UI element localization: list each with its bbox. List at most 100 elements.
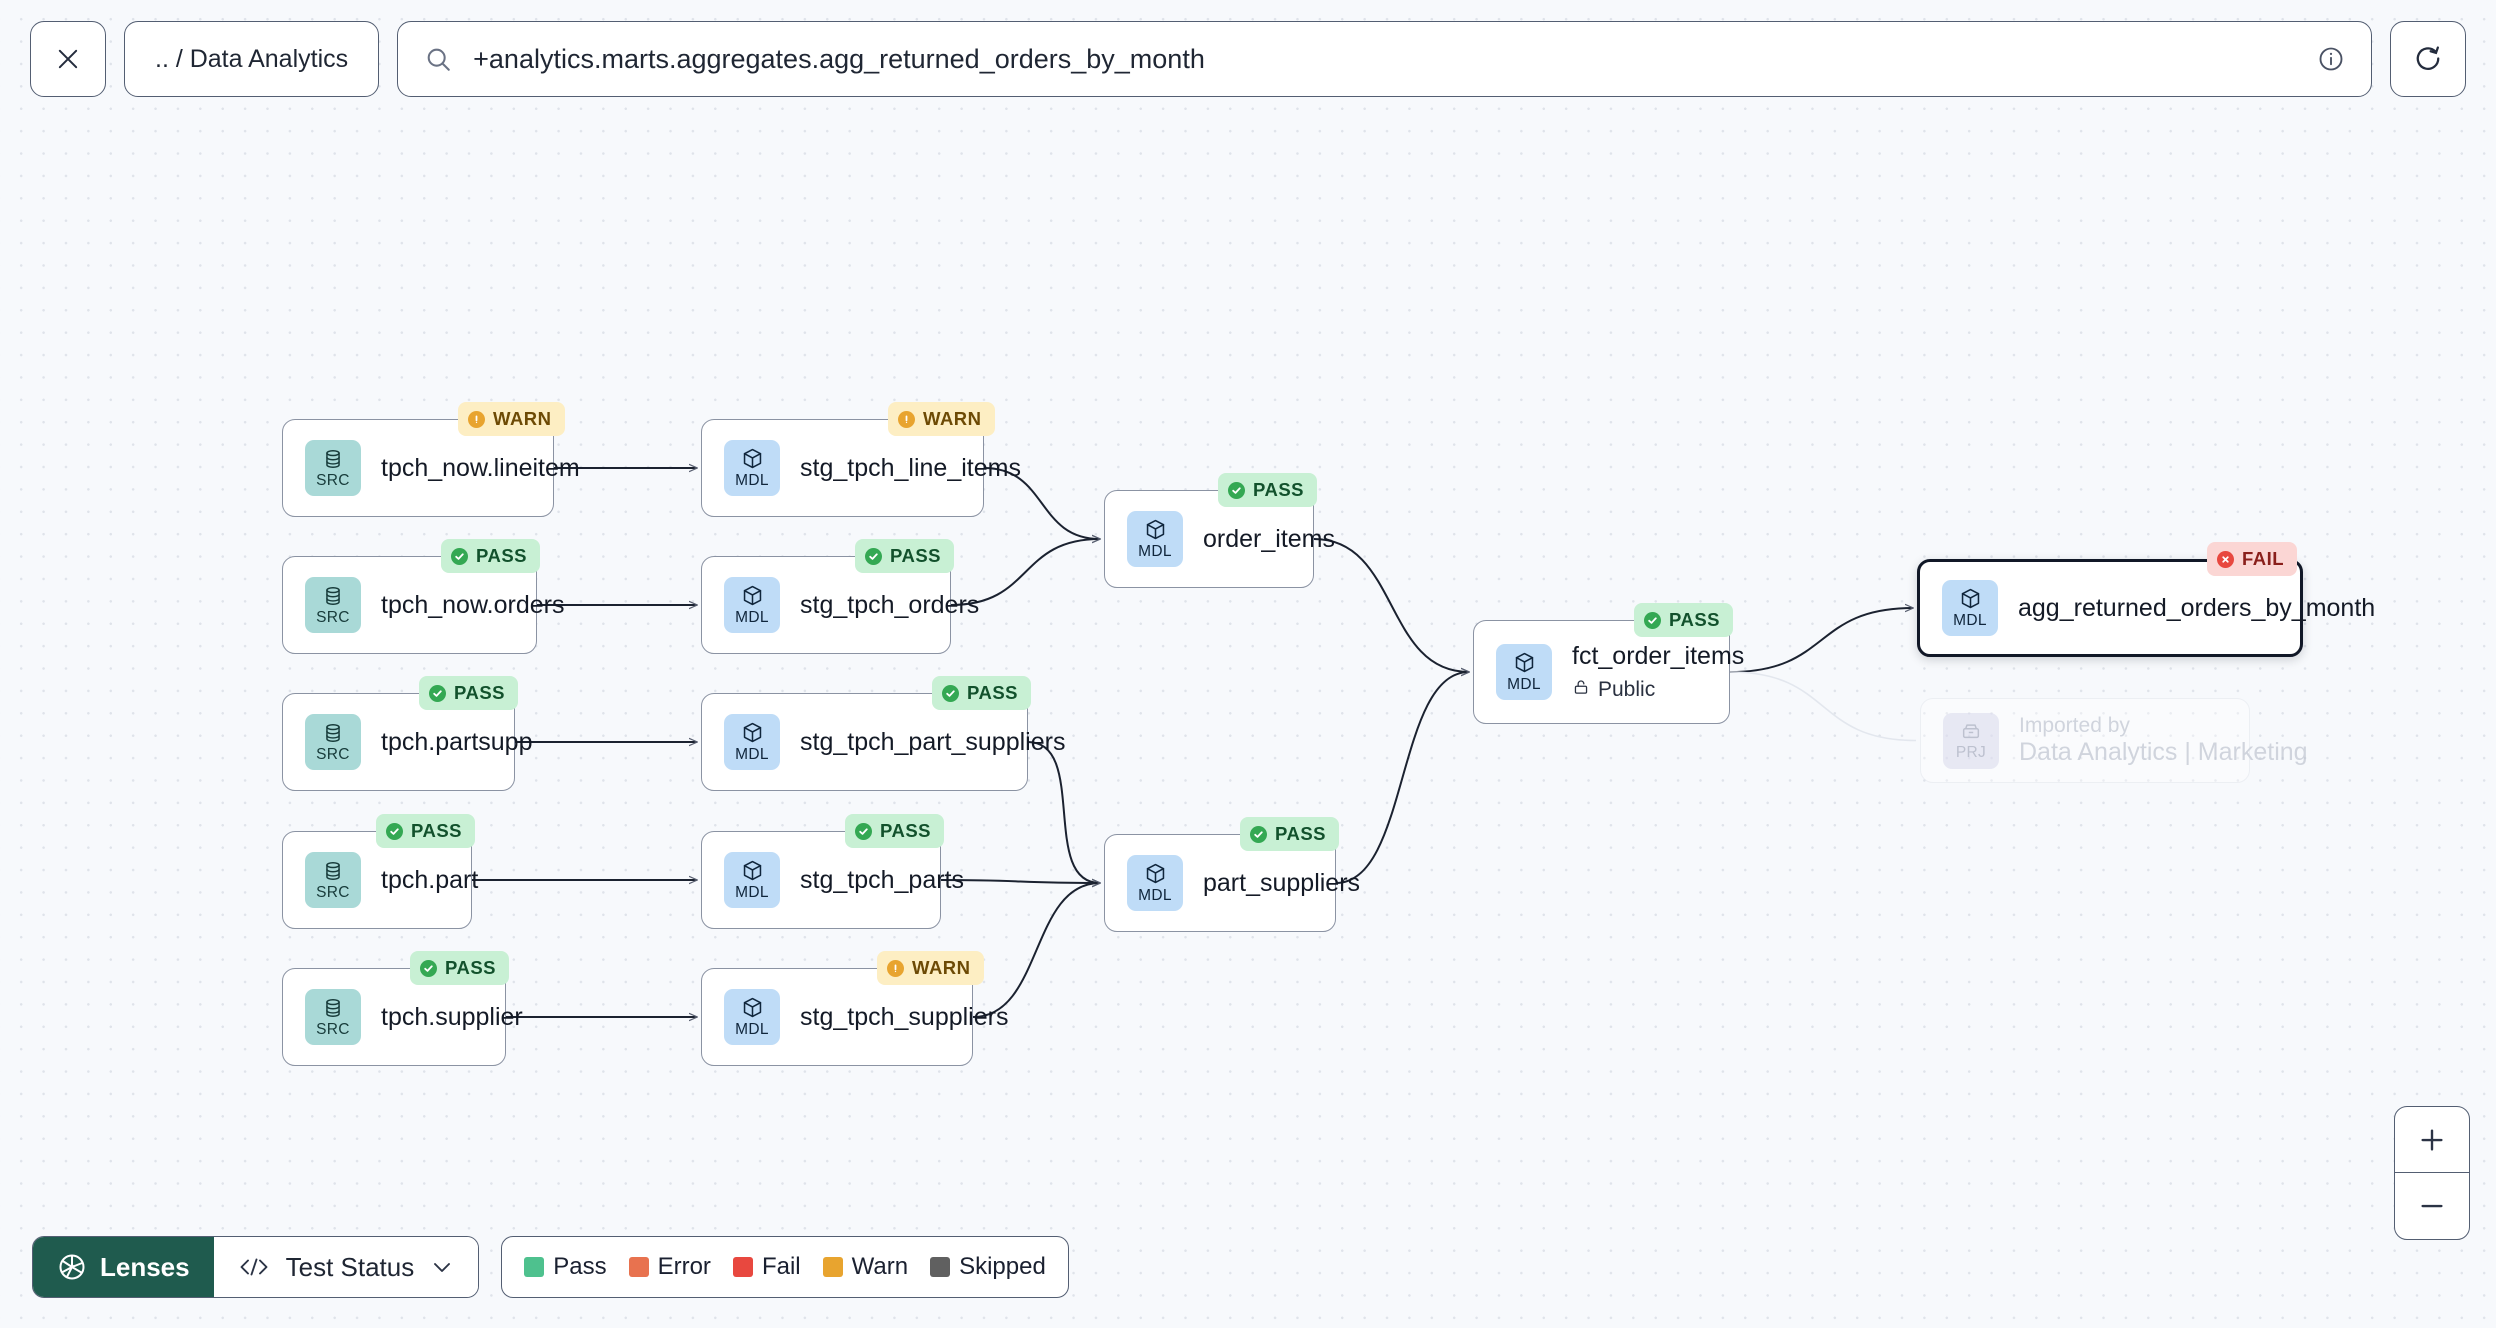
close-icon	[54, 45, 82, 73]
node-body: tpch_now.lineitem	[381, 454, 580, 483]
lenses-label: Lenses	[100, 1251, 190, 1282]
chevron-down-icon	[430, 1255, 454, 1279]
status-badge: PASS	[441, 539, 541, 573]
legend-swatch	[628, 1257, 649, 1277]
status-badge-label: PASS	[476, 545, 528, 566]
status-badge-label: WARN	[912, 957, 971, 978]
status-badge-label: FAIL	[2242, 548, 2285, 569]
graph-edge	[1313, 538, 1469, 672]
mdl-type-icon: MDL	[1942, 580, 1998, 636]
graph-edge	[972, 883, 1100, 1018]
status-dot-icon	[887, 959, 904, 977]
node-visibility: Public	[1572, 678, 1729, 702]
status-badge-label: PASS	[454, 682, 506, 703]
status-dot-icon	[1250, 825, 1267, 843]
info-icon[interactable]	[2317, 45, 2345, 73]
status-dot-icon	[468, 410, 485, 428]
node-label: tpch.supplier	[381, 1002, 523, 1031]
status-badge-label: PASS	[967, 682, 1019, 703]
node-body: stg_tpch_part_suppliers	[800, 728, 1065, 757]
graph-edge	[940, 880, 1100, 883]
lenses-group: Lenses Test Status	[32, 1236, 480, 1298]
node-body: stg_tpch_line_items	[800, 454, 1021, 483]
node-body: tpch_now.orders	[381, 590, 565, 620]
status-badge: PASS	[932, 676, 1032, 710]
mdl-type-icon: MDL	[1127, 855, 1183, 911]
status-badge: FAIL	[2207, 542, 2298, 576]
zoom-in-button[interactable]	[2395, 1107, 2469, 1173]
graph-edge	[1729, 671, 1917, 742]
test-status-dropdown[interactable]: Test Status	[213, 1237, 479, 1297]
code-icon	[238, 1255, 270, 1279]
graph-node[interactable]: MDL fct_order_items Public	[1473, 620, 1745, 724]
status-badge-label: PASS	[1669, 609, 1721, 630]
status-badge: PASS	[845, 814, 945, 848]
status-badge: PASS	[419, 676, 519, 710]
status-badge: PASS	[1218, 473, 1318, 507]
unlock-icon	[1572, 678, 1590, 702]
node-label: stg_tpch_orders	[800, 590, 980, 619]
prj-type-icon: PRJ	[1943, 712, 1999, 769]
legend-label: Warn	[851, 1253, 909, 1280]
status-dot-icon	[855, 822, 872, 840]
status-badge-label: WARN	[923, 408, 982, 429]
refresh-button[interactable]	[2390, 21, 2466, 97]
node-label: tpch.part	[381, 865, 479, 894]
node-body: agg_returned_orders_by_month	[2018, 594, 2375, 623]
src-type-icon: SRC	[305, 852, 361, 908]
legend-item: Error	[628, 1253, 711, 1281]
breadcrumb[interactable]: .. / Data Analytics	[124, 21, 380, 97]
node-label: part_suppliers	[1203, 868, 1361, 897]
mdl-type-icon: MDL	[724, 989, 780, 1045]
node-superlabel: Imported by	[2019, 714, 2130, 737]
status-badge: WARN	[877, 951, 984, 985]
status-badge-label: PASS	[1275, 823, 1327, 844]
status-badge-label: PASS	[890, 545, 942, 566]
node-label: order_items	[1203, 524, 1335, 553]
lenses-button[interactable]: Lenses	[33, 1237, 214, 1297]
status-badge: WARN	[458, 402, 565, 436]
status-dot-icon	[420, 959, 437, 977]
status-badge-label: PASS	[1253, 479, 1305, 500]
mdl-type-icon: MDL	[1496, 644, 1552, 700]
search-bar[interactable]: +analytics.marts.aggregates.agg_returned…	[397, 21, 2372, 97]
legend-swatch	[822, 1257, 843, 1277]
node-label: stg_tpch_suppliers	[800, 1002, 1009, 1031]
node-label: Data Analytics | Marketing	[2019, 738, 2308, 766]
node-body: tpch.partsupp	[381, 727, 533, 757]
graph-node[interactable]: MDL stg_tpch_part_suppliers	[701, 693, 1065, 791]
node-label: stg_tpch_parts	[800, 865, 964, 894]
node-label: tpch.partsupp	[381, 727, 533, 756]
src-type-icon: SRC	[305, 714, 361, 770]
search-input-value[interactable]: +analytics.marts.aggregates.agg_returned…	[473, 43, 1205, 74]
legend-item: Skipped	[930, 1253, 1046, 1281]
src-type-icon: SRC	[305, 440, 361, 496]
refresh-icon	[2413, 44, 2443, 74]
mdl-type-icon: MDL	[1127, 511, 1183, 567]
node-label: tpch_now.orders	[381, 590, 565, 619]
graph-edge	[1027, 741, 1100, 883]
graph-node[interactable]: SRC tpch.supplier	[282, 968, 523, 1066]
node-label: fct_order_items	[1572, 642, 1745, 670]
status-dot-icon	[865, 547, 882, 565]
legend-label: Pass	[553, 1253, 607, 1280]
mdl-type-icon: MDL	[724, 852, 780, 908]
node-body: tpch.part	[381, 865, 479, 895]
mdl-type-icon: MDL	[724, 440, 780, 496]
legend-swatch	[524, 1257, 545, 1277]
status-badge: PASS	[855, 539, 955, 573]
node-body: part_suppliers	[1203, 868, 1361, 898]
mdl-type-icon: MDL	[724, 714, 780, 770]
node-body: stg_tpch_suppliers	[800, 1002, 1009, 1032]
top-toolbar: .. / Data Analytics +analytics.marts.agg…	[0, 0, 2496, 118]
legend-label: Error	[657, 1253, 711, 1280]
zoom-out-button[interactable]	[2395, 1173, 2469, 1239]
graph-edge	[1729, 608, 1913, 673]
close-button[interactable]	[30, 21, 106, 97]
status-badge-label: PASS	[880, 820, 932, 841]
src-type-icon: SRC	[305, 989, 361, 1045]
